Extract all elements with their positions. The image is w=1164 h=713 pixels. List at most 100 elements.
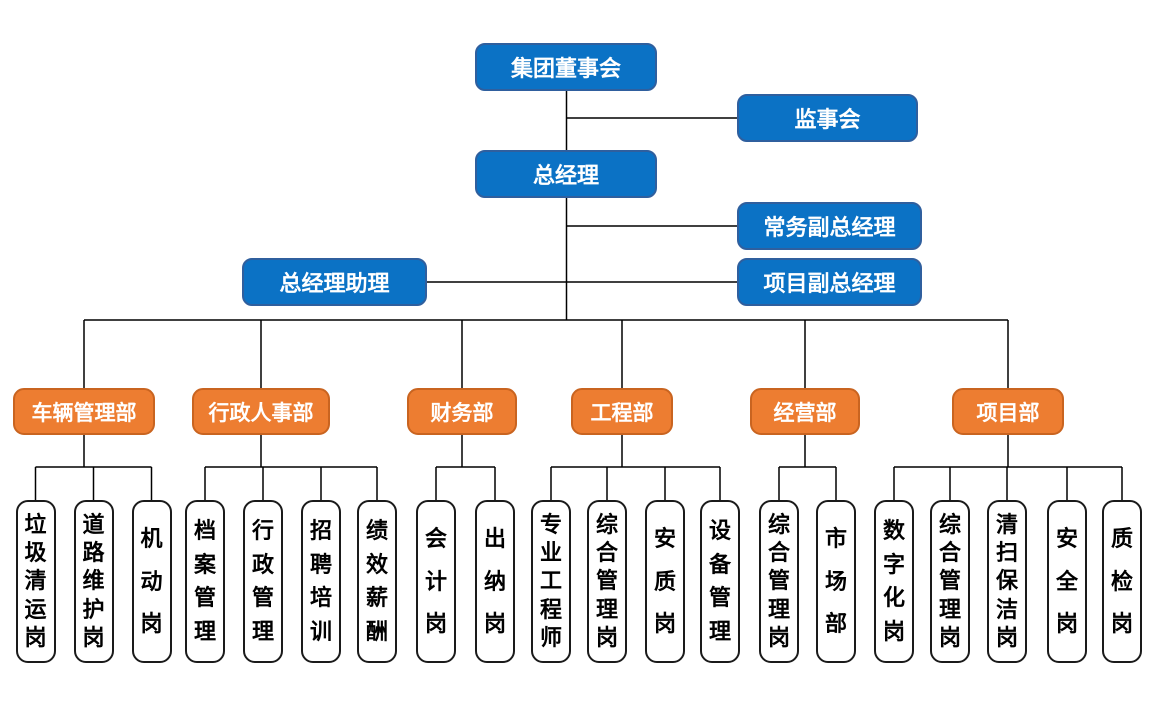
position-label-char: 程 — [539, 596, 562, 622]
position-label-char: 部 — [824, 610, 847, 636]
position-box: 市场部 — [816, 500, 856, 663]
position-box: 数字化岗 — [874, 500, 914, 663]
position-label-char: 酬 — [365, 619, 388, 645]
position-box: 道路维护岗 — [73, 500, 114, 663]
position-label-char: 理 — [595, 596, 618, 622]
position-label-char: 安 — [1055, 526, 1078, 552]
position-box: 会计岗 — [416, 500, 456, 663]
position-box: 设备管理 — [700, 500, 740, 663]
position-label-char: 护 — [82, 596, 105, 622]
position-label-char: 管 — [767, 568, 790, 594]
position-label-char: 化 — [882, 585, 905, 611]
position-label-char: 管 — [193, 585, 216, 611]
position-label-char: 政 — [251, 551, 274, 577]
position-label-char: 理 — [767, 596, 790, 622]
board-box: 集团董事会 — [475, 43, 657, 91]
position-box: 垃圾清运岗 — [15, 500, 56, 663]
position-label-char: 管 — [251, 585, 274, 611]
position-label-char: 动 — [140, 568, 163, 594]
position-label-char: 岗 — [140, 610, 163, 636]
position-box: 出纳岗 — [475, 500, 515, 663]
position-label-char: 效 — [365, 551, 388, 577]
position-label-char: 理 — [708, 619, 731, 645]
position-box: 清扫保洁岗 — [987, 500, 1027, 663]
position-box: 综合管理岗 — [587, 500, 627, 663]
position-label-char: 管 — [708, 585, 731, 611]
position-label-char: 清 — [24, 568, 47, 594]
position-label-char: 管 — [595, 568, 618, 594]
position-box: 行政管理 — [243, 500, 283, 663]
position-label-char: 岗 — [767, 624, 790, 650]
position-label-char: 师 — [539, 624, 562, 650]
position-label-char: 出 — [483, 526, 506, 552]
position-label-char: 纳 — [483, 568, 506, 594]
position-label-char: 管 — [938, 568, 961, 594]
position-label-char: 检 — [1110, 568, 1133, 594]
department-box: 项目部 — [952, 388, 1064, 435]
position-box: 档案管理 — [185, 500, 225, 663]
position-label-char: 维 — [82, 568, 105, 594]
position-label-char: 合 — [767, 540, 790, 566]
general-manager-box: 总经理 — [475, 150, 657, 198]
position-label-char: 岗 — [882, 619, 905, 645]
position-label-char: 理 — [193, 619, 216, 645]
department-box: 工程部 — [571, 388, 673, 435]
project-deputy-gm-box: 项目副总经理 — [737, 258, 922, 306]
position-label-char: 路 — [82, 540, 105, 566]
position-label-char: 聘 — [309, 551, 332, 577]
position-label-char: 训 — [309, 619, 332, 645]
position-label-char: 数 — [882, 517, 905, 543]
position-label-char: 综 — [938, 512, 961, 538]
position-label-char: 专 — [539, 512, 562, 538]
position-box: 安质岗 — [645, 500, 685, 663]
position-label-char: 培 — [309, 585, 332, 611]
position-box: 专业工程师 — [531, 500, 571, 663]
position-label-char: 运 — [24, 596, 47, 622]
position-label-char: 岗 — [1055, 610, 1078, 636]
position-box: 综合管理岗 — [930, 500, 970, 663]
department-box: 经营部 — [750, 388, 860, 435]
position-label-char: 洁 — [995, 596, 1018, 622]
position-label-char: 安 — [653, 526, 676, 552]
position-label-char: 圾 — [24, 540, 47, 566]
position-label-char: 市 — [824, 526, 847, 552]
position-label-char: 招 — [309, 517, 332, 543]
position-box: 招聘培训 — [301, 500, 341, 663]
position-label-char: 综 — [595, 512, 618, 538]
position-box: 机动岗 — [131, 500, 172, 663]
position-label-char: 岗 — [595, 624, 618, 650]
position-label-char: 备 — [708, 551, 731, 577]
executive-deputy-gm-box: 常务副总经理 — [737, 202, 922, 250]
position-box: 综合管理岗 — [759, 500, 799, 663]
position-box: 绩效薪酬 — [357, 500, 397, 663]
position-label-char: 岗 — [653, 610, 676, 636]
department-box: 行政人事部 — [192, 388, 330, 435]
position-label-char: 理 — [251, 619, 274, 645]
position-label-char: 垃 — [24, 512, 47, 538]
position-label-char: 工 — [539, 568, 562, 594]
position-label-char: 计 — [424, 568, 447, 594]
position-label-char: 机 — [140, 526, 163, 552]
position-label-char: 薪 — [365, 585, 388, 611]
position-label-char: 案 — [193, 551, 216, 577]
position-label-char: 岗 — [82, 624, 105, 650]
position-label-char: 设 — [708, 517, 731, 543]
department-box: 财务部 — [407, 388, 517, 435]
position-label-char: 质 — [1110, 526, 1133, 552]
position-label-char: 扫 — [995, 540, 1018, 566]
position-label-char: 清 — [995, 512, 1018, 538]
position-label-char: 理 — [938, 596, 961, 622]
position-box: 质检岗 — [1102, 500, 1142, 663]
position-label-char: 全 — [1055, 568, 1078, 594]
position-label-char: 质 — [653, 568, 676, 594]
position-label-char: 道 — [82, 512, 105, 538]
position-label-char: 合 — [938, 540, 961, 566]
position-label-char: 档 — [193, 517, 216, 543]
position-label-char: 岗 — [424, 610, 447, 636]
position-label-char: 会 — [424, 526, 447, 552]
position-label-char: 行 — [251, 517, 274, 543]
position-box: 安全岗 — [1047, 500, 1087, 663]
position-label-char: 合 — [595, 540, 618, 566]
